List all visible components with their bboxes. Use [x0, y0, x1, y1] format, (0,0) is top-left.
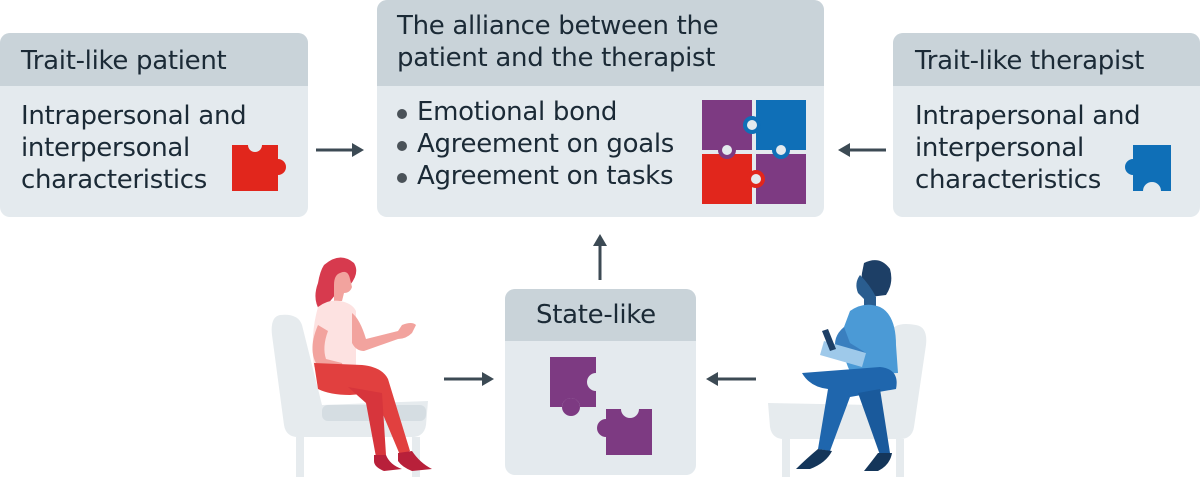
alliance-bullet-list: Emotional bond Agreement on goals Agreem…: [395, 96, 824, 192]
therapist-line-3: characteristics: [915, 165, 1102, 195]
therapist-line-1: Intrapersonal and: [915, 101, 1141, 131]
bullet-agreement-tasks: Agreement on tasks: [395, 160, 824, 192]
patient-line-2: interpersonal: [21, 133, 190, 163]
therapist-figure-illustration: [768, 260, 927, 477]
four-piece-puzzle-icon: [702, 100, 806, 204]
separated-puzzle-pieces-icon: [550, 357, 652, 455]
therapist-box: Trait-like therapist Intrapersonal and i…: [893, 33, 1200, 217]
therapist-body: Intrapersonal and interpersonal characte…: [893, 86, 1200, 196]
patient-figure-illustration: [271, 257, 432, 477]
alliance-title-line-1: The alliance between the: [397, 11, 719, 41]
patient-box: Trait-like patient Intrapersonal and int…: [0, 33, 308, 217]
therapist-title: Trait-like therapist: [893, 33, 1200, 86]
arrow-patient-to-alliance: [316, 143, 364, 157]
bullet-emotional-bond: Emotional bond: [395, 96, 824, 128]
arrow-state-to-alliance: [593, 234, 607, 280]
alliance-box: The alliance between the patient and the…: [377, 0, 824, 217]
alliance-body: Emotional bond Agreement on goals Agreem…: [377, 86, 824, 192]
arrow-therapist-to-alliance: [838, 143, 886, 157]
state-box: State-like: [505, 289, 696, 475]
arrow-therapist-figure-to-state: [706, 372, 756, 386]
alliance-title: The alliance between the patient and the…: [377, 0, 824, 86]
patient-body: Intrapersonal and interpersonal characte…: [0, 86, 308, 196]
patient-line-1: Intrapersonal and: [21, 101, 247, 131]
arrow-patient-figure-to-state: [444, 372, 494, 386]
patient-title: Trait-like patient: [0, 33, 308, 86]
red-puzzle-piece-icon: [232, 145, 286, 191]
therapist-line-2: interpersonal: [915, 133, 1084, 163]
bullet-agreement-goals: Agreement on goals: [395, 128, 824, 160]
state-title: State-like: [505, 289, 696, 341]
blue-puzzle-piece-icon: [1125, 145, 1171, 191]
patient-line-3: characteristics: [21, 165, 208, 195]
alliance-title-line-2: patient and the therapist: [397, 43, 716, 73]
